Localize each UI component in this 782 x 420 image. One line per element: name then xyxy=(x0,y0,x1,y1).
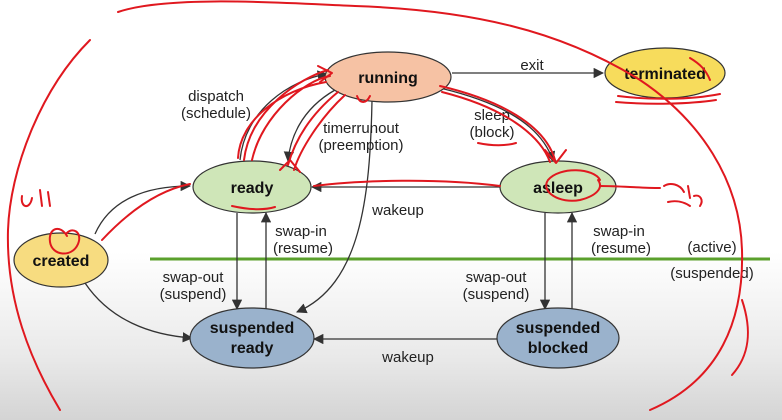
annotation-timer-arrows xyxy=(279,91,346,173)
state-suspended-blocked-label-2: blocked xyxy=(528,340,588,357)
label-resume-right: (resume) xyxy=(591,240,651,257)
annotation-dispatch-arrowhead xyxy=(317,65,333,83)
region-label-suspended: (suspended) xyxy=(670,265,753,282)
label-swapout-right: swap-out xyxy=(466,269,528,286)
transition-edges xyxy=(84,67,605,345)
label-block: (block) xyxy=(469,124,514,141)
edge-created-to-suspended-ready xyxy=(84,282,194,343)
label-exit: exit xyxy=(520,57,544,74)
label-suspend-right: (suspend) xyxy=(463,286,530,303)
label-resume-left: (resume) xyxy=(273,240,333,257)
edge-running-to-asleep-sleep xyxy=(439,87,556,162)
state-suspended-blocked: suspended blocked xyxy=(496,307,620,369)
state-suspended-ready-label-2: ready xyxy=(231,340,274,357)
state-asleep-label: asleep xyxy=(533,180,583,197)
annotation-left-loop xyxy=(6,39,91,411)
annotation-created-mark xyxy=(20,189,51,207)
edge-created-to-ready xyxy=(94,180,192,235)
label-sleep: sleep xyxy=(474,107,510,124)
annotation-terminated-underline xyxy=(615,93,721,105)
annotation-asleep-circle xyxy=(545,169,601,202)
state-asleep: asleep xyxy=(499,160,617,214)
annotation-ready-underline xyxy=(231,205,276,211)
state-suspended-ready-label-1: suspended xyxy=(210,320,294,337)
annotation-ready-loops xyxy=(237,69,331,161)
label-swapin-left: swap-in xyxy=(275,223,327,240)
annotation-asleep-pointer xyxy=(599,185,661,189)
state-suspended-blocked-label-1: suspended xyxy=(516,320,600,337)
annotation-created-circle xyxy=(48,227,81,255)
annotation-big-loop xyxy=(117,0,744,411)
state-running-label: running xyxy=(358,70,418,87)
label-schedule: (schedule) xyxy=(181,105,251,122)
edge-ready-to-running-dispatch xyxy=(239,70,329,161)
label-suspend-left: (suspend) xyxy=(160,286,227,303)
label-swapin-right: swap-in xyxy=(593,223,645,240)
state-ready: ready xyxy=(192,160,312,214)
annotation-right-tail xyxy=(731,299,749,376)
label-timerrunout: timerrunout xyxy=(323,120,400,137)
label-wakeup-top: wakeup xyxy=(371,202,424,219)
state-created: created xyxy=(13,232,109,288)
annotation-scribble-right xyxy=(663,183,703,207)
state-running: running xyxy=(324,51,452,103)
annotation-sleep-arrows xyxy=(439,85,567,164)
state-ready-label: ready xyxy=(231,180,274,197)
annotation-block-underline xyxy=(477,142,517,147)
edge-running-to-suspended-ready xyxy=(296,100,373,314)
label-swapout-left: swap-out xyxy=(163,269,225,286)
label-dispatch: dispatch xyxy=(188,88,244,105)
region-label-active: (active) xyxy=(687,239,736,256)
state-terminated-label: terminated xyxy=(624,66,706,83)
label-preemption: (preemption) xyxy=(318,137,403,154)
annotation-created-arrow xyxy=(101,183,191,241)
handwritten-annotations xyxy=(6,0,749,411)
annotation-running-mark xyxy=(356,95,371,103)
label-wakeup-bottom: wakeup xyxy=(381,349,434,366)
edge-running-to-ready-timer xyxy=(283,89,336,163)
annotation-asleep-to-ready xyxy=(313,179,501,187)
state-created-label: created xyxy=(33,253,90,270)
state-suspended-ready: suspended ready xyxy=(189,307,315,369)
annotation-top-right-curve xyxy=(689,57,711,81)
